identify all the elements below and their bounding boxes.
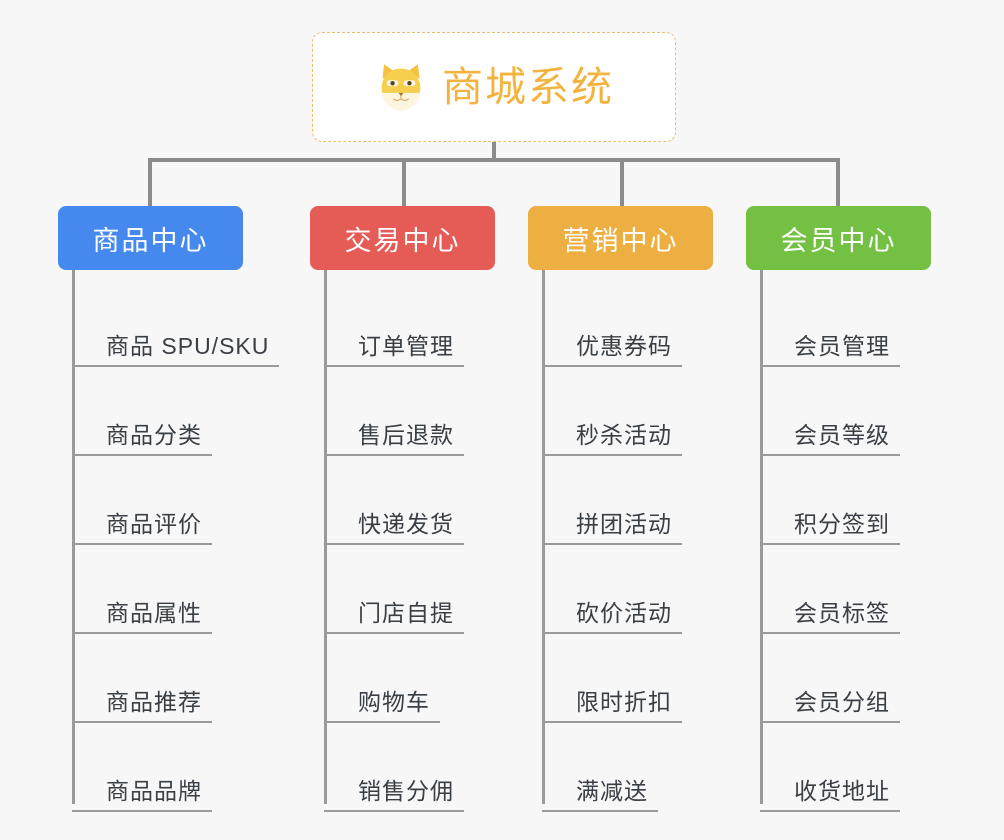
leaf-list-3: 优惠券码 秒杀活动 拼团活动 砍价活动 限时折扣 满减送 (528, 270, 718, 812)
leaf-list-4: 会员管理 会员等级 积分签到 会员标签 会员分组 收货地址 (746, 270, 936, 812)
connector-drop-4 (836, 158, 840, 208)
leaf-label: 销售分佣 (358, 778, 454, 805)
category-title-2: 交易中心 (344, 225, 461, 256)
branch-column-3: 营销中心 优惠券码 秒杀活动 拼团活动 砍价活动 限时折扣 满减送 (528, 206, 718, 812)
leaf-label: 限时折扣 (576, 689, 672, 716)
leaf-label: 砍价活动 (576, 600, 672, 627)
connector-horizontal-bus (148, 158, 840, 162)
category-title-4: 会员中心 (780, 225, 897, 256)
branch-spine-1 (72, 270, 75, 804)
leaf-label: 秒杀活动 (576, 422, 672, 449)
leaf-label: 商品评价 (106, 511, 202, 538)
list-item[interactable]: 积分签到 (746, 456, 936, 545)
branch-column-2: 交易中心 订单管理 售后退款 快递发货 门店自提 购物车 销售分佣 (310, 206, 500, 812)
list-item[interactable]: 商品评价 (58, 456, 290, 545)
root-node[interactable]: 商城系统 (312, 32, 676, 142)
list-item[interactable]: 优惠券码 (528, 278, 718, 367)
connector-drop-2 (402, 158, 406, 208)
leaf-label: 收货地址 (794, 778, 890, 805)
list-item[interactable]: 购物车 (310, 634, 500, 723)
connector-drop-1 (148, 158, 152, 208)
list-item[interactable]: 快递发货 (310, 456, 500, 545)
list-item[interactable]: 会员等级 (746, 367, 936, 456)
leaf-label: 商品 SPU/SKU (106, 333, 270, 360)
list-item[interactable]: 商品 SPU/SKU (58, 278, 290, 367)
leaf-label: 售后退款 (358, 422, 454, 449)
list-item[interactable]: 商品推荐 (58, 634, 290, 723)
category-header-3[interactable]: 营销中心 (528, 206, 713, 270)
list-item[interactable]: 销售分佣 (310, 723, 500, 812)
list-item[interactable]: 会员管理 (746, 278, 936, 367)
leaf-label: 购物车 (358, 689, 430, 716)
leaf-label: 商品推荐 (106, 689, 202, 716)
branch-spine-4 (760, 270, 763, 804)
list-item[interactable]: 商品品牌 (58, 723, 290, 812)
list-item[interactable]: 拼团活动 (528, 456, 718, 545)
leaf-label: 会员标签 (794, 600, 890, 627)
branch-spine-2 (324, 270, 327, 804)
shiba-inu-icon (381, 64, 421, 111)
branch-column-4: 会员中心 会员管理 会员等级 积分签到 会员标签 会员分组 收货地址 (746, 206, 936, 812)
leaf-label: 积分签到 (794, 511, 890, 538)
branch-column-1: 商品中心 商品 SPU/SKU 商品分类 商品评价 商品属性 商品推荐 商品品牌 (58, 206, 290, 812)
list-item[interactable]: 收货地址 (746, 723, 936, 812)
root-title: 商城系统 (442, 63, 614, 110)
leaf-label: 优惠券码 (576, 333, 672, 360)
leaf-label: 商品属性 (106, 600, 202, 627)
leaf-label: 满减送 (576, 778, 648, 805)
leaf-label: 订单管理 (358, 333, 454, 360)
leaf-list-1: 商品 SPU/SKU 商品分类 商品评价 商品属性 商品推荐 商品品牌 (58, 270, 290, 812)
list-item[interactable]: 满减送 (528, 723, 718, 812)
leaf-label: 会员管理 (794, 333, 890, 360)
category-header-1[interactable]: 商品中心 (58, 206, 243, 270)
list-item[interactable]: 商品属性 (58, 545, 290, 634)
category-header-2[interactable]: 交易中心 (310, 206, 495, 270)
leaf-label: 快递发货 (358, 511, 454, 538)
leaf-label: 会员分组 (794, 689, 890, 716)
leaf-label: 拼团活动 (576, 511, 672, 538)
list-item[interactable]: 售后退款 (310, 367, 500, 456)
category-title-1: 商品中心 (92, 225, 209, 256)
list-item[interactable]: 会员标签 (746, 545, 936, 634)
list-item[interactable]: 砍价活动 (528, 545, 718, 634)
category-header-4[interactable]: 会员中心 (746, 206, 931, 270)
list-item[interactable]: 商品分类 (58, 367, 290, 456)
list-item[interactable]: 订单管理 (310, 278, 500, 367)
list-item[interactable]: 门店自提 (310, 545, 500, 634)
leaf-label: 商品品牌 (106, 778, 202, 805)
connector-root-stem (492, 142, 496, 162)
category-title-3: 营销中心 (562, 225, 679, 256)
leaf-label: 会员等级 (794, 422, 890, 449)
leaf-list-2: 订单管理 售后退款 快递发货 门店自提 购物车 销售分佣 (310, 270, 500, 812)
connector-drop-3 (620, 158, 624, 208)
leaf-label: 商品分类 (106, 422, 202, 449)
list-item[interactable]: 秒杀活动 (528, 367, 718, 456)
branch-spine-3 (542, 270, 545, 804)
list-item[interactable]: 会员分组 (746, 634, 936, 723)
leaf-label: 门店自提 (358, 600, 454, 627)
list-item[interactable]: 限时折扣 (528, 634, 718, 723)
